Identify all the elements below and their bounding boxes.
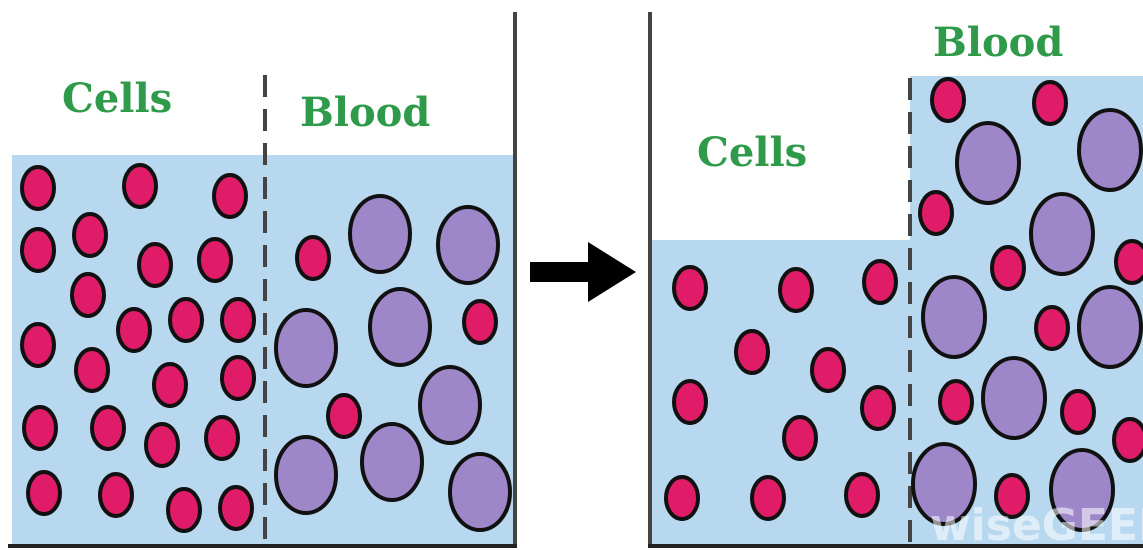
small-particle bbox=[220, 487, 252, 529]
large-particle bbox=[957, 123, 1019, 203]
small-particle bbox=[784, 417, 816, 459]
right-beaker: Cells Blood wiseGEEK bbox=[648, 12, 1143, 550]
large-particle bbox=[370, 289, 430, 365]
small-particle bbox=[199, 239, 231, 281]
small-particle bbox=[932, 79, 964, 121]
small-particle bbox=[1114, 419, 1143, 461]
small-particle bbox=[1036, 307, 1068, 349]
small-particle bbox=[862, 387, 894, 429]
large-particle bbox=[362, 424, 422, 500]
large-particle bbox=[1079, 110, 1141, 190]
large-particle bbox=[420, 367, 480, 443]
right-blood-label: Blood bbox=[933, 19, 1063, 66]
small-particle bbox=[118, 309, 150, 351]
small-particle bbox=[22, 229, 54, 271]
small-particle bbox=[222, 357, 254, 399]
small-particle bbox=[920, 192, 952, 234]
small-particle bbox=[168, 489, 200, 531]
small-particle bbox=[666, 477, 698, 519]
right-cells-label: Cells bbox=[697, 129, 807, 176]
small-particle bbox=[100, 474, 132, 516]
large-particle bbox=[923, 277, 985, 357]
small-particle bbox=[752, 477, 784, 519]
small-particle bbox=[780, 269, 812, 311]
small-particle bbox=[812, 349, 844, 391]
small-particle bbox=[464, 301, 496, 343]
large-particle bbox=[276, 310, 336, 386]
small-particle bbox=[22, 167, 54, 209]
small-particle bbox=[297, 237, 329, 279]
small-particle bbox=[206, 417, 238, 459]
small-particle bbox=[28, 472, 60, 514]
small-particle bbox=[170, 299, 202, 341]
small-particle bbox=[674, 381, 706, 423]
left-blood-label: Blood bbox=[300, 89, 430, 136]
small-particle bbox=[154, 364, 186, 406]
small-particle bbox=[124, 165, 156, 207]
large-particle bbox=[450, 454, 510, 530]
small-particle bbox=[72, 274, 104, 316]
small-particle bbox=[74, 214, 106, 256]
large-particle bbox=[350, 196, 410, 272]
large-particle bbox=[1079, 287, 1141, 367]
left-cells-label: Cells bbox=[62, 75, 172, 122]
small-particle bbox=[1062, 391, 1094, 433]
small-particle bbox=[992, 247, 1024, 289]
small-particle bbox=[1034, 82, 1066, 124]
small-particle bbox=[146, 424, 178, 466]
small-particle bbox=[92, 407, 124, 449]
small-particle bbox=[139, 244, 171, 286]
small-particle bbox=[22, 324, 54, 366]
right-arrow-icon bbox=[530, 242, 636, 302]
small-particle bbox=[214, 175, 246, 217]
watermark-text: wiseGEEK bbox=[930, 500, 1143, 550]
small-particle bbox=[736, 331, 768, 373]
small-particle bbox=[24, 407, 56, 449]
small-particle bbox=[222, 299, 254, 341]
large-particle bbox=[1031, 194, 1093, 274]
small-particle bbox=[1116, 241, 1143, 283]
large-particle bbox=[276, 437, 336, 513]
large-particle bbox=[983, 358, 1045, 438]
small-particle bbox=[864, 261, 896, 303]
small-particle bbox=[846, 474, 878, 516]
small-particle bbox=[328, 395, 360, 437]
small-particle bbox=[940, 381, 972, 423]
large-particle bbox=[438, 207, 498, 283]
small-particle bbox=[674, 267, 706, 309]
left-beaker: Cells Blood bbox=[8, 12, 517, 548]
small-particle bbox=[76, 349, 108, 391]
